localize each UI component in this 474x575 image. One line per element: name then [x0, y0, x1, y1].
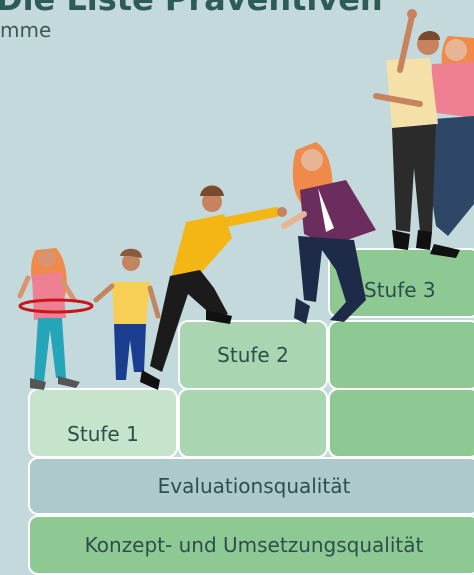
small-boy-figure — [93, 248, 161, 380]
stage3-label: Stufe 3 — [364, 278, 436, 302]
stage2-fill-block — [178, 388, 328, 458]
stage1-block: Stufe 1 — [28, 388, 178, 458]
concept-quality-bar: Konzept- und Umsetzungsqualität — [28, 515, 474, 575]
stage1-label: Stufe 1 — [67, 422, 139, 446]
page-title: Die Liste Präventiven — [0, 0, 383, 18]
stage3-fill-block-1 — [328, 320, 474, 390]
concept-quality-label: Konzept- und Umsetzungsqualität — [84, 533, 424, 557]
couple-figure — [373, 9, 474, 258]
page-subtitle: mme — [0, 18, 52, 42]
girl-hula-hoop-figure — [17, 248, 94, 390]
stage2-label: Stufe 2 — [217, 343, 289, 367]
stage2-block: Stufe 2 — [178, 320, 328, 390]
man-yellow-shirt-figure — [140, 185, 287, 390]
stage3-fill-block-2 — [328, 388, 474, 458]
evaluation-quality-label: Evaluationsqualität — [157, 474, 351, 498]
evaluation-quality-bar: Evaluationsqualität — [28, 457, 474, 515]
woman-purple-jacket-figure — [281, 142, 376, 324]
